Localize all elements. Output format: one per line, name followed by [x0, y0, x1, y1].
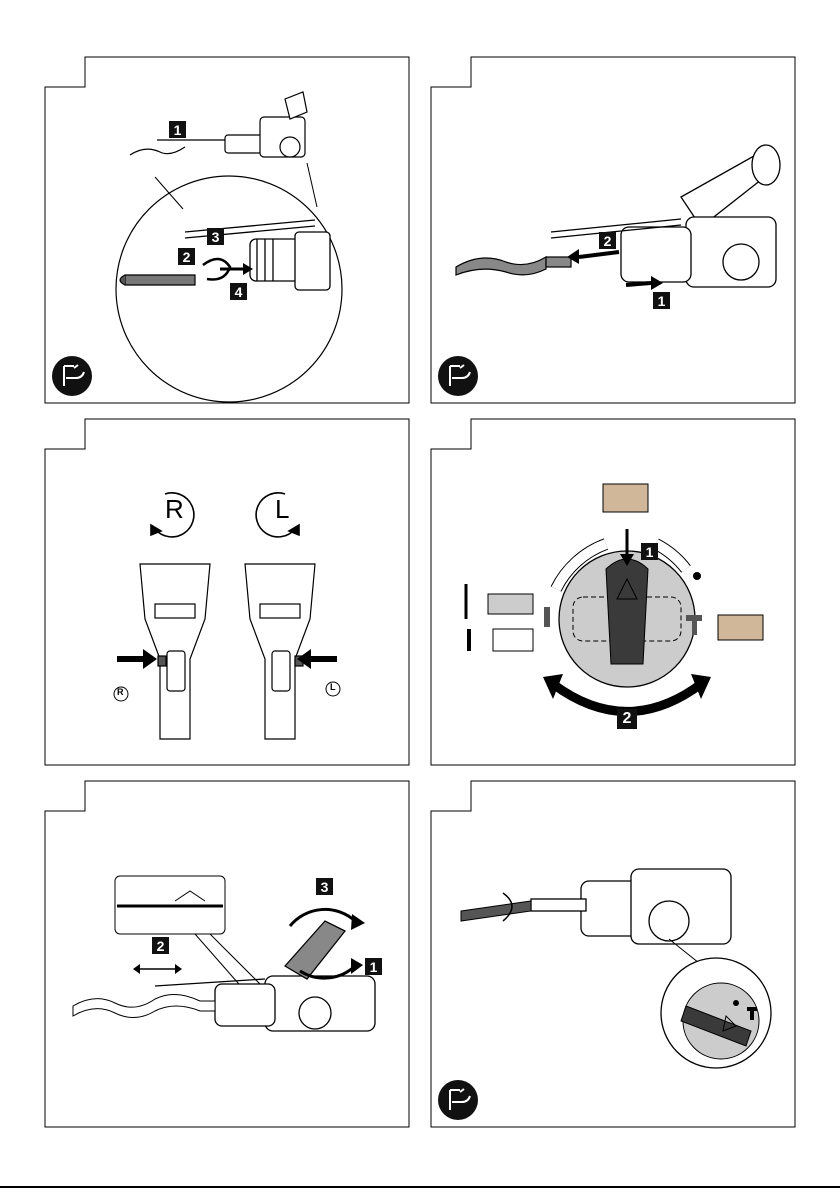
- handle-right: [245, 564, 315, 739]
- overview-drill: [130, 92, 307, 157]
- panel-frame: [431, 781, 795, 1127]
- push-arrow-icon: [626, 283, 651, 285]
- magnified-bit: [120, 275, 195, 285]
- rotation-right-label: R: [165, 494, 184, 525]
- step-badge-1: 1: [641, 543, 658, 560]
- handle-left: [140, 564, 210, 739]
- unplug-icon: [438, 356, 478, 396]
- drill-bit: [456, 257, 571, 275]
- panel-chisel-adjust: [431, 781, 795, 1127]
- step-badge-4: 4: [230, 283, 247, 300]
- chisel-bit: [461, 901, 531, 921]
- panel-mode-selector: 1 2: [431, 419, 795, 765]
- stone-block-icon: [603, 484, 648, 512]
- drill-bit: [73, 994, 215, 1017]
- step-badge-1: 1: [169, 121, 186, 138]
- small-left-label: L: [330, 682, 336, 692]
- drill-body: [551, 145, 780, 287]
- small-right-label: R: [117, 687, 124, 697]
- step-badge-1: 1: [365, 958, 382, 975]
- panel-remove-bit: 2 1: [431, 57, 795, 403]
- step-badge-2: 2: [152, 937, 169, 954]
- step-badge-3: 3: [316, 878, 333, 895]
- panel-frame: [45, 57, 409, 403]
- panel-frame: [45, 419, 409, 765]
- panel-rotation-direction: R L R L: [45, 419, 409, 765]
- panel-depth-stop: 3 2 1: [45, 781, 409, 1127]
- pull-arrow-icon: [579, 252, 619, 257]
- unplug-icon: [438, 1080, 478, 1120]
- unplug-icon: [52, 356, 92, 396]
- step-badge-1: 1: [653, 292, 670, 309]
- step-badge-2: 2: [617, 709, 637, 729]
- bottom-rule: [0, 1186, 840, 1188]
- step-badge-2: 2: [599, 232, 616, 249]
- panel-frame: [431, 57, 795, 403]
- wood-block-icon: [488, 594, 533, 614]
- step-badge-3: 3: [207, 228, 224, 245]
- rotation-left-label: L: [275, 494, 289, 525]
- drill-icon: [544, 607, 550, 627]
- drill-body: [531, 869, 731, 944]
- panel-frame: [45, 781, 409, 1127]
- panel-insert-bit: 1 2 3 4: [45, 57, 409, 403]
- dial-knob: [606, 559, 648, 664]
- step-badge-2: 2: [178, 248, 195, 265]
- panel-frame: [431, 419, 795, 765]
